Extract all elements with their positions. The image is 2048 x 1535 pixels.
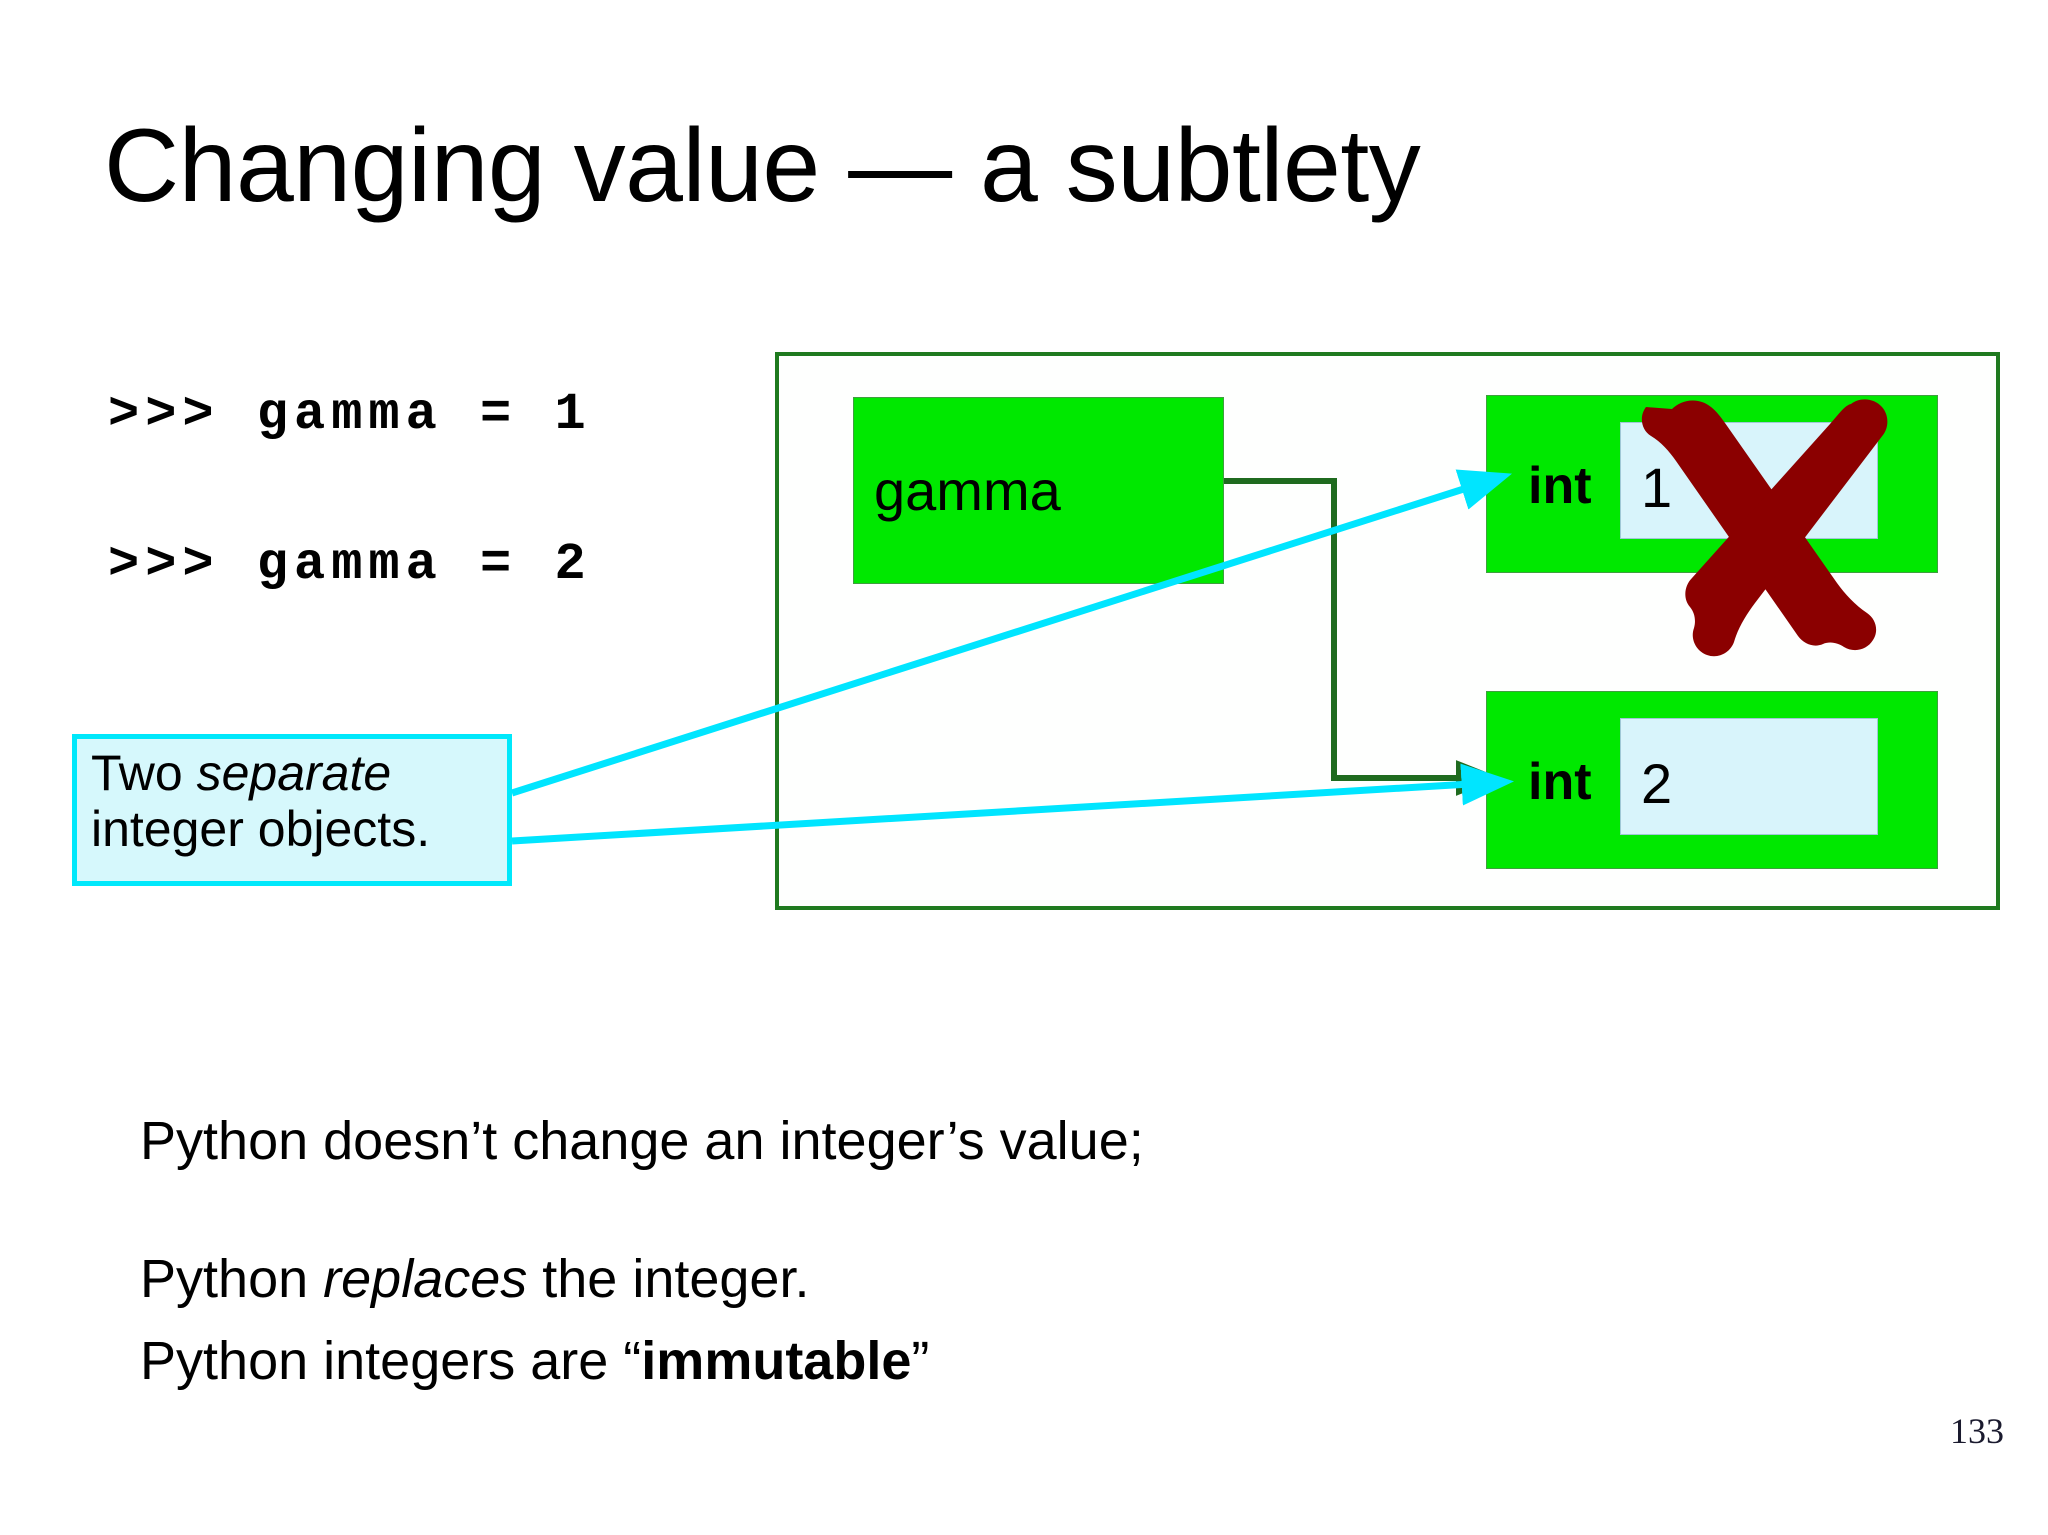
object-type-label-1: int	[1528, 457, 1592, 515]
object-value-1: 1	[1641, 456, 1673, 519]
body-paragraph-2: Python integers are “immutable”	[80, 1258, 929, 1465]
callout-box: Two separate integer objects.	[72, 734, 512, 886]
body-p2-strong: immutable	[641, 1331, 912, 1392]
body-line-1: Python doesn’t change an integer’s value…	[140, 1111, 1144, 1172]
body-paragraph-1: Python doesn’t change an integer’s value…	[80, 1038, 1144, 1384]
page-number: 133	[1950, 1411, 2004, 1451]
callout-text-suffix: integer objects.	[91, 801, 431, 857]
page-title: Changing value — a subtlety	[104, 108, 1421, 224]
body-p2-prefix: Python integers are “	[140, 1331, 642, 1392]
callout-text-prefix: Two	[91, 745, 197, 801]
body-line-2-suffix: the integer.	[527, 1249, 810, 1310]
body-line-2-emphasis: replaces	[323, 1249, 528, 1310]
object-value-box-2	[1620, 718, 1878, 835]
variable-box-label: gamma	[874, 459, 1061, 522]
body-p2-suffix: ”	[911, 1331, 930, 1392]
callout-text-emphasis: separate	[196, 745, 392, 801]
code-line-1: >>> gamma = 1	[108, 385, 592, 444]
body-line-2-prefix: Python	[140, 1249, 324, 1310]
code-line-2: >>> gamma = 2	[108, 535, 592, 594]
object-type-label-2: int	[1528, 753, 1592, 811]
object-value-2: 2	[1641, 752, 1673, 815]
